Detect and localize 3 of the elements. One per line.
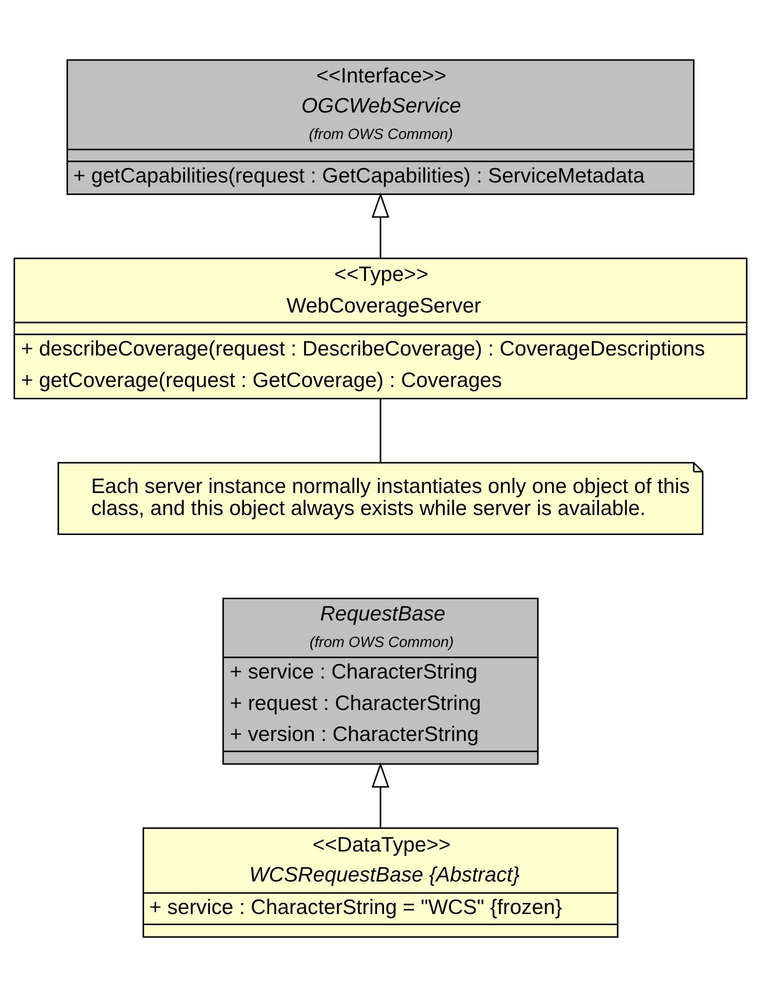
connector (380, 398, 382, 462)
arrow (372, 192, 390, 258)
arrow (372, 762, 390, 828)
